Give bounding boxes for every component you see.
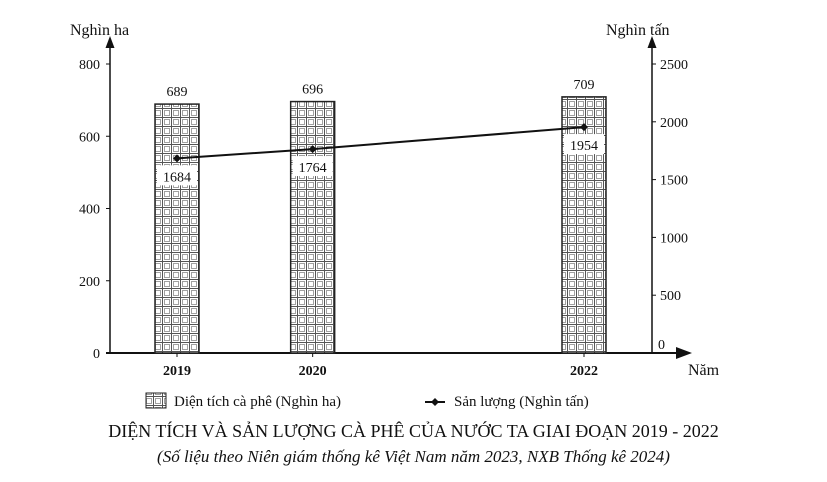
chart-subtitle: (Số liệu theo Niên giám thống kê Việt Na… bbox=[157, 447, 670, 466]
line-point bbox=[580, 123, 588, 132]
left-tick-label: 400 bbox=[79, 203, 100, 218]
legend-line-label: Sản lượng (Nghìn tấn) bbox=[454, 394, 589, 410]
line-label-bg bbox=[564, 134, 604, 155]
bar-value-label: 689 bbox=[167, 85, 188, 100]
bar bbox=[154, 103, 200, 354]
line-point bbox=[173, 154, 181, 163]
line-series bbox=[176, 126, 585, 160]
x-axis-label: Năm bbox=[688, 362, 720, 379]
line-label-bg bbox=[157, 165, 197, 186]
right-tick-label: 500 bbox=[660, 289, 681, 304]
bar-value-label: 696 bbox=[302, 83, 323, 98]
right-tick-label: 0 bbox=[658, 338, 665, 353]
line-point bbox=[308, 145, 317, 154]
x-tick-label: 2020 bbox=[299, 364, 327, 379]
legend-bar-swatch bbox=[145, 392, 167, 409]
right-tick-label: 1500 bbox=[660, 174, 688, 189]
line-label-bg bbox=[292, 156, 333, 177]
right-tick-label: 2000 bbox=[660, 116, 688, 131]
line-value-label: 1684 bbox=[163, 170, 191, 185]
left-tick-label: 800 bbox=[79, 58, 100, 73]
right-axis-label: Nghìn tấn bbox=[606, 22, 670, 39]
left-tick-label: 200 bbox=[79, 275, 100, 290]
x-tick-label: 2022 bbox=[570, 364, 598, 379]
line-value-label: 1954 bbox=[570, 139, 598, 154]
line-value-label: 1764 bbox=[299, 161, 327, 176]
left-tick-label: 600 bbox=[79, 130, 100, 145]
right-tick-label: 2500 bbox=[660, 58, 688, 73]
x-tick-label: 2019 bbox=[163, 364, 191, 379]
legend-bar-label: Diện tích cà phê (Nghìn ha) bbox=[174, 394, 341, 410]
bar-value-label: 709 bbox=[574, 78, 595, 93]
legend-line-marker bbox=[431, 398, 439, 406]
right-tick-label: 1000 bbox=[660, 231, 688, 246]
bar bbox=[289, 100, 336, 354]
chart-title: DIỆN TÍCH VÀ SẢN LƯỢNG CÀ PHÊ CỦA NƯỚC T… bbox=[108, 421, 719, 441]
left-tick-label: 0 bbox=[93, 347, 100, 362]
left-axis-label: Nghìn ha bbox=[70, 22, 129, 39]
